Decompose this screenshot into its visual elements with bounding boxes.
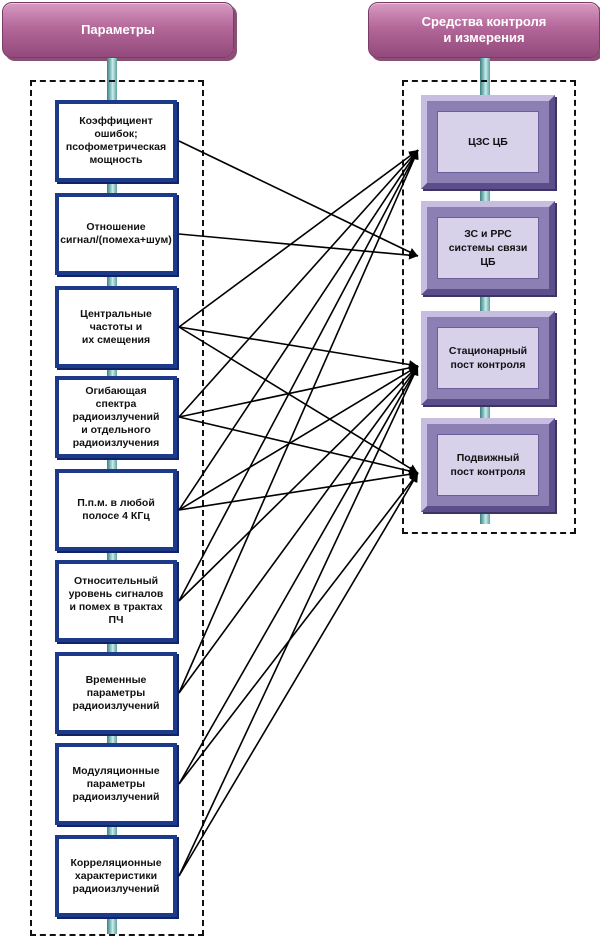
- parameter-label-line: спектра: [95, 397, 137, 410]
- parameter-label-line: П.п.м. в любой: [77, 497, 155, 509]
- parameter-label-line: Временные: [85, 673, 147, 686]
- parameter-label-line: радиоизлучений: [72, 882, 160, 895]
- tool-box: Стационарный пост контроля: [421, 311, 555, 405]
- parameter-label-line: мощность: [89, 154, 143, 166]
- parameter-label-line: параметры: [86, 686, 146, 699]
- parameter-label-line: полосе 4 КГц: [82, 510, 150, 522]
- tools-group-frame: [402, 80, 576, 534]
- tool-label: Подвижный пост контроля: [437, 434, 539, 496]
- link-arrow: [178, 149, 419, 694]
- control-tools-header: Средства контроля и измерения: [368, 2, 600, 58]
- link-arrow: [178, 149, 419, 511]
- parameter-label-line: радиоизлучений: [72, 699, 160, 712]
- tool-label: Стационарный пост контроля: [437, 327, 539, 389]
- link-arrow: [178, 472, 419, 877]
- link-arrow: [178, 365, 419, 785]
- parameter-label-line: ПЧ: [108, 614, 124, 626]
- parameter-label-line: Модуляционные: [72, 764, 160, 777]
- parameter-label-line: и помех в трактах: [69, 601, 163, 613]
- parameter-label-line: Огибающая: [85, 384, 147, 397]
- tool-label: ЦЗС ЦБ: [437, 111, 539, 173]
- parameters-group-frame: [30, 80, 204, 936]
- parameter-label-line: параметры: [86, 777, 146, 790]
- tool-label-line: системы связи: [448, 242, 528, 254]
- parameter-label-line: частоты и: [89, 320, 143, 333]
- parameter-label-line: сигнал/(помеха+шум): [60, 234, 172, 246]
- parameter-label-line: псофометрическая: [65, 141, 167, 153]
- parameters-header-label: Параметры: [81, 22, 155, 37]
- parameter-label-line: уровень сигналов: [68, 588, 164, 600]
- control-tools-header-label: Средства контроля и измерения: [422, 14, 547, 46]
- tool-label-line: пост контроля: [450, 359, 526, 371]
- link-arrow: [178, 472, 419, 785]
- link-arrow: [178, 149, 419, 602]
- parameter-label-line: характеристики: [74, 869, 158, 882]
- control-tools-header-line-2: и измерения: [443, 30, 525, 45]
- tool-box: Подвижный пост контроля: [421, 418, 555, 512]
- tool-label-line: ЦБ: [480, 256, 496, 268]
- link-arrow: [178, 326, 419, 369]
- link-arrow: [178, 365, 419, 602]
- link-arrow: [178, 363, 419, 418]
- parameter-label-line: Коэффициент: [79, 115, 153, 127]
- parameter-label-line: Центральные: [80, 307, 152, 320]
- link-arrow: [178, 469, 419, 511]
- parameter-label-line: их смещения: [81, 333, 151, 346]
- link-arrow: [178, 365, 419, 511]
- parameter-label-line: Отношение: [86, 221, 146, 233]
- parameter-label-line: радиоизлучения: [72, 436, 160, 449]
- link-arrow: [178, 149, 419, 328]
- parameter-label-line: радиоизлучений: [72, 790, 160, 803]
- link-arrow: [178, 365, 419, 877]
- link-arrow: [178, 365, 419, 694]
- link-arrow: [178, 326, 419, 474]
- tool-box: ЦЗС ЦБ: [421, 95, 555, 189]
- parameters-header: Параметры: [2, 2, 234, 58]
- parameter-label-line: Корреляционные: [70, 856, 162, 869]
- parameter-label-line: ошибок;: [94, 128, 138, 140]
- control-tools-header-line-1: Средства контроля: [421, 14, 547, 29]
- link-arrow: [178, 149, 419, 418]
- parameter-label-line: Относительный: [73, 575, 159, 587]
- tool-label-line: Стационарный: [448, 345, 528, 357]
- link-arrow: [178, 140, 419, 257]
- link-arrow: [178, 416, 419, 476]
- tool-label-line: ЦЗС ЦБ: [468, 136, 508, 148]
- parameter-label-line: радиоизлучений: [72, 410, 160, 423]
- parameter-label-line: и отдельного: [81, 423, 151, 436]
- tool-label-line: ЗС и РРС: [464, 228, 512, 240]
- tool-label-line: пост контроля: [450, 466, 526, 478]
- tool-label-line: Подвижный: [456, 452, 520, 464]
- link-arrow: [178, 233, 419, 260]
